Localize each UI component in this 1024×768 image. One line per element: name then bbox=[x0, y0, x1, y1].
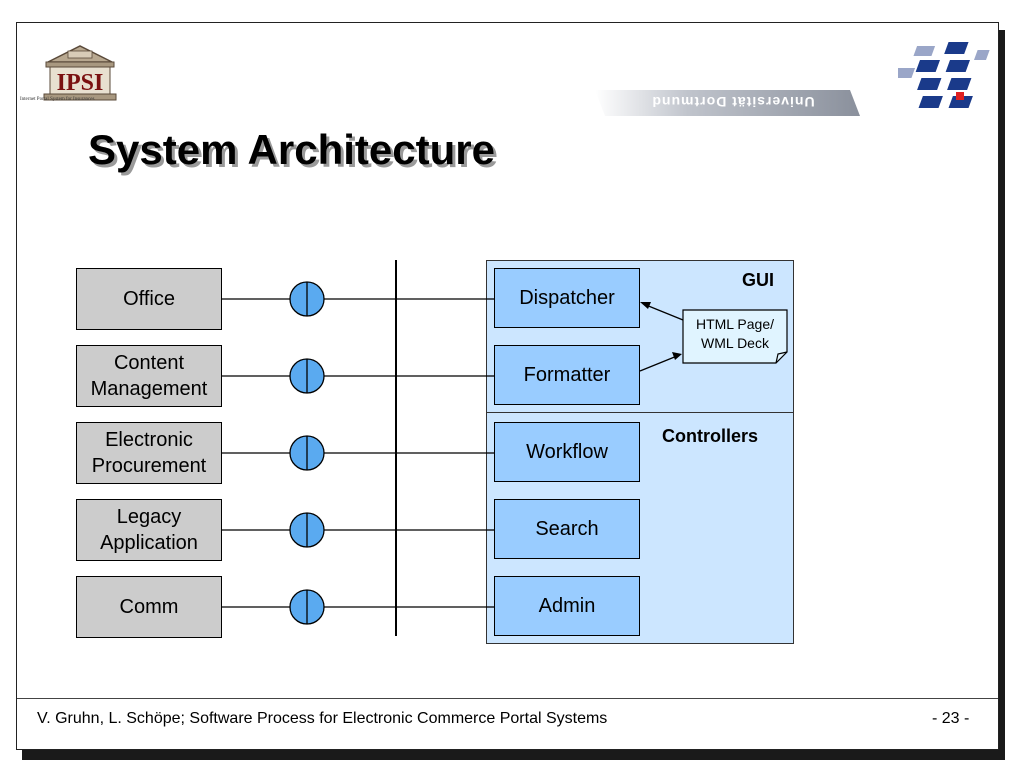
footer-divider bbox=[17, 698, 998, 699]
component-search: Search bbox=[494, 499, 640, 559]
page-number: - 23 - bbox=[932, 710, 970, 727]
university-banner bbox=[595, 90, 860, 116]
ipsi-logo: IPSI bbox=[43, 45, 117, 101]
interface-legacy bbox=[289, 512, 325, 548]
footer-authors: V. Gruhn, L. Schöpe; Software Process fo… bbox=[37, 710, 608, 727]
system-content-management: Content Management bbox=[76, 345, 222, 407]
note-line-2: WML Deck bbox=[701, 335, 769, 351]
component-label: Admin bbox=[538, 594, 596, 617]
arrowhead-dispatcher bbox=[640, 302, 651, 309]
note-line-1: HTML Page/ bbox=[695, 316, 775, 332]
system-label: Electronic Procurement bbox=[91, 429, 207, 477]
system-label: Legacy Application bbox=[100, 506, 198, 554]
component-admin: Admin bbox=[494, 576, 640, 636]
logo-text: IPSI bbox=[57, 70, 104, 96]
panel-divider bbox=[486, 412, 794, 413]
component-formatter: Formatter bbox=[494, 345, 640, 405]
component-workflow: Workflow bbox=[494, 422, 640, 482]
html-wml-note: HTML Page/ WML Deck bbox=[683, 309, 787, 363]
gui-label: GUI bbox=[742, 270, 775, 290]
component-label: Workflow bbox=[526, 440, 608, 463]
interface-procurement bbox=[289, 435, 325, 471]
component-label: Search bbox=[535, 517, 599, 540]
arrow-from-formatter bbox=[639, 355, 678, 372]
component-label: Dispatcher bbox=[519, 286, 615, 309]
system-legacy-application: Legacy Application bbox=[76, 499, 222, 561]
interface-office bbox=[289, 281, 325, 317]
arrowhead-note bbox=[672, 352, 682, 360]
system-label: Content Management bbox=[90, 352, 208, 400]
interface-comm bbox=[289, 589, 325, 625]
system-label: Office bbox=[123, 288, 175, 310]
controllers-label: Controllers bbox=[662, 426, 759, 446]
university-logo bbox=[898, 42, 990, 108]
system-label: Comm bbox=[119, 596, 179, 618]
system-comm: Comm bbox=[76, 576, 222, 638]
system-electronic-procurement: Electronic Procurement bbox=[76, 422, 222, 484]
logo-caption: Internet Portal System for Insurances bbox=[20, 97, 95, 102]
component-dispatcher: Dispatcher bbox=[494, 268, 640, 328]
interface-content bbox=[289, 358, 325, 394]
slide-title: System Architecture bbox=[88, 126, 495, 173]
component-label: Formatter bbox=[523, 363, 611, 386]
arrow-to-dispatcher bbox=[645, 304, 684, 321]
system-office: Office bbox=[76, 268, 222, 330]
